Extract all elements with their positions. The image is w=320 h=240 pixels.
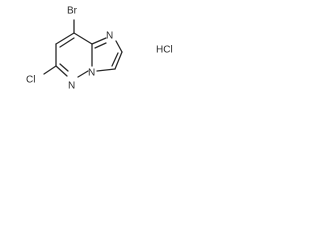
bond-c3-n4 (96, 68, 116, 72)
bridgehead-nitrogen-label: N (88, 68, 95, 79)
imidazole-nitrogen-label: N (106, 31, 113, 42)
bond-c8a-n1 (91, 37, 107, 45)
bond-c7-c8 (55, 32, 75, 45)
bromine-label: Br (67, 6, 78, 17)
structure-diagram: Br Cl N N N HCl (26, 6, 173, 92)
chlorine-label: Cl (26, 75, 35, 86)
bond-n4-n5 (77, 70, 89, 78)
bond-n5-c6-inner (59, 63, 69, 72)
bond-n1-c2 (115, 40, 123, 53)
hcl-salt-label: HCl (156, 45, 173, 56)
bond-c2-c3-inner (111, 52, 119, 67)
bond-c7-c8-inner (59, 37, 75, 48)
bond-c6-cl (43, 65, 57, 75)
bond-c8-c8a (73, 32, 93, 45)
bond-c2-c3 (114, 51, 123, 70)
bond-n5-c6 (55, 65, 68, 77)
bond-c8a-n1-inner (94, 42, 107, 49)
pyridazine-nitrogen-label: N (68, 81, 75, 92)
